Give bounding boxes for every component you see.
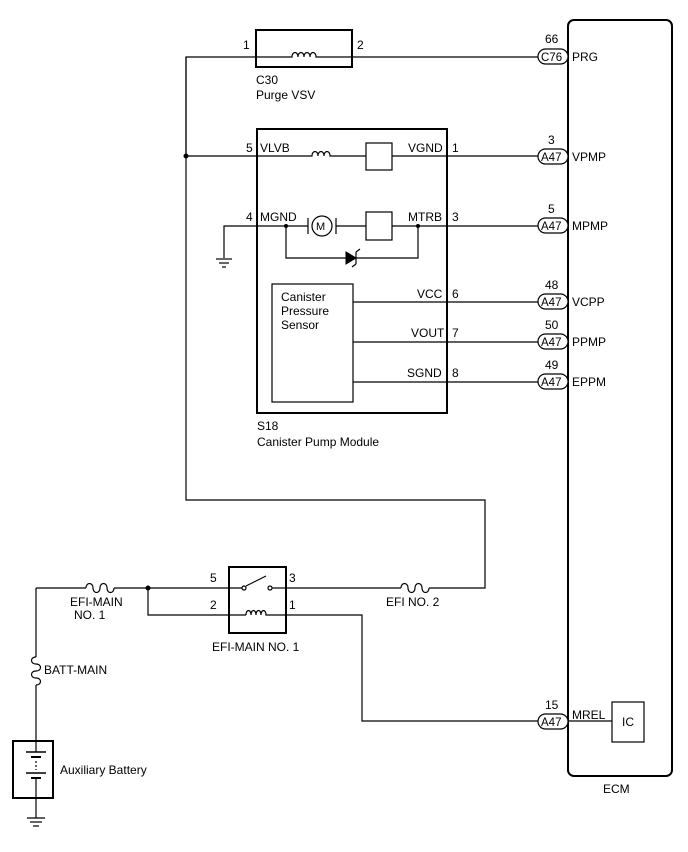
- efi-no2-label: EFI NO. 2: [386, 595, 440, 609]
- svg-text:SGND: SGND: [407, 366, 442, 380]
- battery-icon: [26, 741, 46, 798]
- pump-valve-coil-icon: [186, 150, 366, 157]
- ecm-pin-vpmp: 3 A47 VPMP: [537, 133, 606, 165]
- svg-text:C76: C76: [541, 52, 562, 64]
- ecm-box: [567, 19, 673, 777]
- svg-text:5: 5: [210, 571, 217, 585]
- battery-box: [12, 740, 54, 799]
- svg-text:MTRB: MTRB: [408, 210, 442, 224]
- svg-text:Pressure: Pressure: [281, 304, 329, 318]
- svg-text:66: 66: [545, 32, 559, 46]
- svg-text:VPMP: VPMP: [572, 150, 606, 164]
- efi-main-relay-label: EFI-MAIN NO. 1: [212, 640, 300, 654]
- ecm-pin-mrel: 15 A47 MREL: [537, 698, 606, 730]
- efi-main-fuse-icon: [85, 582, 115, 594]
- svg-text:A47: A47: [541, 717, 561, 729]
- svg-text:VCPP: VCPP: [572, 295, 605, 309]
- svg-text:3: 3: [452, 210, 459, 224]
- pump-motor-relay-box: [365, 211, 393, 241]
- svg-text:3: 3: [289, 571, 296, 585]
- svg-text:A47: A47: [541, 377, 561, 389]
- svg-text:2: 2: [210, 598, 217, 612]
- svg-text:EPPM: EPPM: [572, 375, 606, 389]
- efi-no2-fuse-icon: [400, 582, 430, 594]
- relay-coil-icon: [245, 609, 286, 616]
- svg-text:4: 4: [246, 210, 253, 224]
- efi-main-fuse-label-1: EFI-MAIN: [70, 595, 123, 609]
- svg-text:49: 49: [545, 358, 559, 372]
- svg-text:5: 5: [246, 141, 253, 155]
- svg-text:Sensor: Sensor: [281, 318, 319, 332]
- ecm-pin-ppmp: 50 A47 PPMP: [537, 318, 606, 350]
- purge-vsv-name: Purge VSV: [256, 88, 315, 102]
- batt-main-fuse-icon: [30, 656, 42, 686]
- efi-main-fuse-label-2: NO. 1: [74, 608, 106, 622]
- ecm-pin-vcpp: 48 A47 VCPP: [537, 278, 605, 310]
- pump-valve-box: [365, 142, 393, 171]
- purge-vsv-pin-1: 1: [243, 38, 250, 52]
- ecm-ic-label: IC: [622, 715, 634, 729]
- pressure-sensor-box: [271, 283, 354, 403]
- battery-ground-icon: [27, 817, 45, 827]
- purge-vsv-pin-2: 2: [357, 38, 364, 52]
- motor-icon: [311, 215, 333, 237]
- svg-text:A47: A47: [541, 152, 561, 164]
- battery-label: Auxiliary Battery: [60, 763, 147, 777]
- svg-text:Canister: Canister: [281, 290, 326, 304]
- ecm-label: ECM: [603, 782, 630, 796]
- ecm-pin-eppm: 49 A47 EPPM: [537, 358, 606, 390]
- efi-main-relay-box: [228, 566, 287, 634]
- pump-module-name: Canister Pump Module: [257, 435, 379, 449]
- svg-text:5: 5: [548, 202, 555, 216]
- svg-text:8: 8: [452, 366, 459, 380]
- svg-text:PPMP: PPMP: [572, 335, 606, 349]
- ground-icon: [216, 258, 232, 268]
- svg-text:MGND: MGND: [260, 210, 297, 224]
- purge-vsv-coil-icon: [185, 51, 538, 155]
- batt-main-label: BATT-MAIN: [44, 663, 107, 677]
- svg-text:VGND: VGND: [408, 141, 443, 155]
- ecm-pin-mpmp: 5 A47 MPMP: [537, 202, 608, 234]
- pump-module-connector: S18: [257, 419, 279, 433]
- svg-text:M: M: [316, 221, 325, 233]
- svg-text:A47: A47: [541, 297, 561, 309]
- svg-text:3: 3: [548, 133, 555, 147]
- pump-module-box: [256, 128, 448, 414]
- svg-text:MPMP: MPMP: [572, 219, 608, 233]
- svg-text:6: 6: [452, 287, 459, 301]
- svg-text:MREL: MREL: [572, 708, 606, 722]
- svg-text:VLVB: VLVB: [260, 141, 290, 155]
- svg-text:7: 7: [452, 326, 459, 340]
- purge-vsv-box: [255, 29, 353, 68]
- svg-text:PRG: PRG: [572, 50, 598, 64]
- svg-text:VOUT: VOUT: [411, 326, 445, 340]
- svg-text:1: 1: [289, 598, 296, 612]
- svg-text:50: 50: [545, 318, 559, 332]
- purge-vsv-connector: C30: [256, 73, 278, 87]
- svg-text:48: 48: [545, 278, 559, 292]
- svg-text:15: 15: [545, 698, 559, 712]
- ecm-pin-prg: 66 C76 PRG: [537, 32, 598, 65]
- zener-diode-icon: [345, 251, 357, 265]
- svg-text:A47: A47: [541, 221, 561, 233]
- relay-switch-icon: [245, 575, 267, 587]
- svg-text:VCC: VCC: [417, 287, 443, 301]
- svg-text:1: 1: [452, 141, 459, 155]
- svg-text:A47: A47: [541, 337, 561, 349]
- ecm-ic-box: [611, 701, 645, 743]
